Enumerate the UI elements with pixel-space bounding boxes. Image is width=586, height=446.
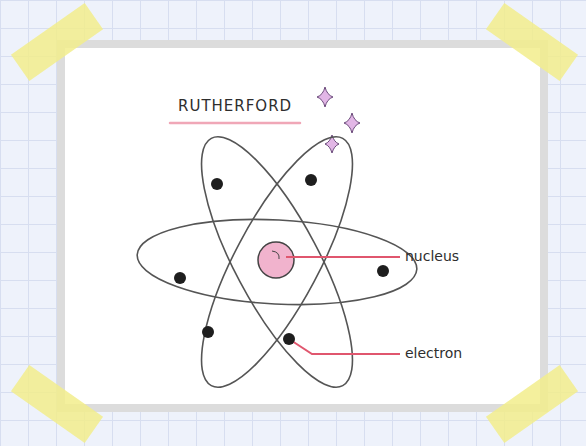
electrons (174, 174, 389, 345)
orbits (135, 119, 419, 406)
title: RUTHERFORD (178, 97, 292, 115)
part-label: nucleus (405, 248, 459, 264)
part-label: electron (405, 345, 462, 361)
sparkles (317, 87, 360, 153)
nucleus-highlight (272, 251, 279, 259)
title-underline (170, 122, 300, 125)
leader-line (286, 256, 400, 258)
nucleus-circle (258, 242, 294, 278)
leader-line (289, 339, 400, 354)
tape (11, 3, 578, 443)
card (61, 44, 544, 408)
